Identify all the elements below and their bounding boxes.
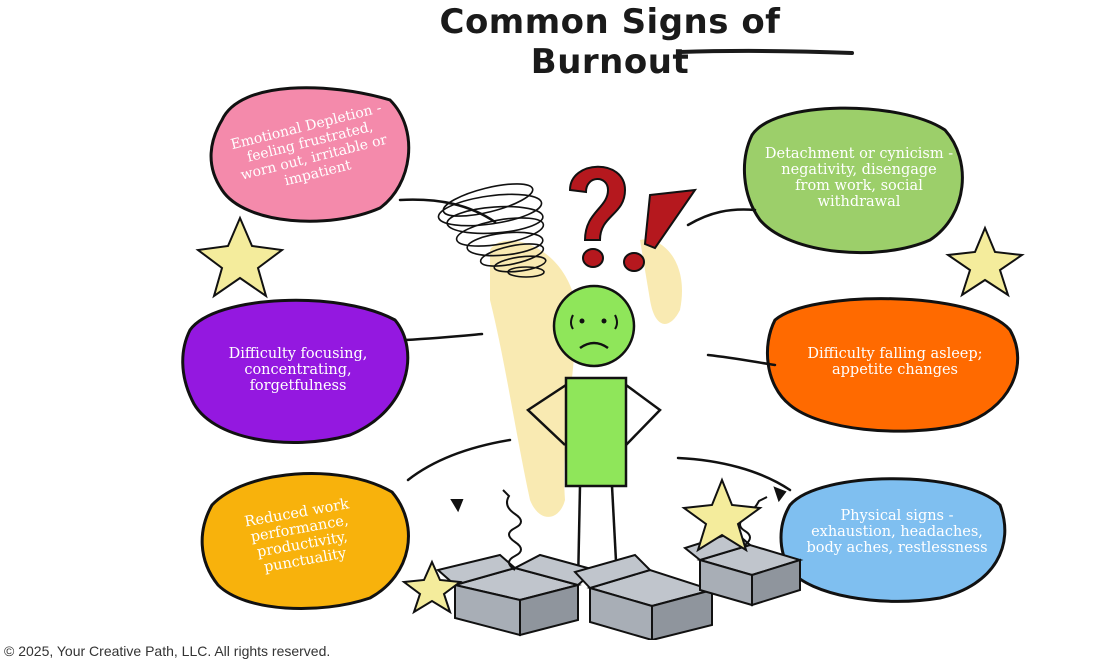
bubble-sleep <box>765 297 1020 433</box>
sign-label-detachment: Detachment or cynicism - negativity, dis… <box>764 146 954 210</box>
doodle-stars <box>195 215 1025 615</box>
burnout-diagram <box>181 86 1025 640</box>
connector-lines <box>398 198 792 492</box>
title-underline <box>678 48 854 55</box>
copyright-footer: © 2025, Your Creative Path, LLC. All rig… <box>4 643 331 659</box>
sign-label-physical: Physical signs - exhaustion, headaches, … <box>806 508 988 556</box>
page-title: Common Signs of Burnout <box>439 2 781 82</box>
question-mark <box>568 165 627 268</box>
stick-figure <box>525 284 662 586</box>
sign-label-focus: Difficulty focusing, concentrating, forg… <box>228 346 368 394</box>
scribble-cloud <box>437 183 547 278</box>
open-boxes <box>435 530 804 640</box>
bubble-focus <box>181 298 410 444</box>
highlight-glow <box>640 239 682 324</box>
exclamation-mark <box>623 188 698 272</box>
sign-label-sleep: Difficulty falling asleep; appetite chan… <box>807 346 983 378</box>
bubble-emotional-depletion <box>209 86 411 223</box>
highlight-glow <box>490 240 576 517</box>
bubble-performance <box>200 472 410 611</box>
